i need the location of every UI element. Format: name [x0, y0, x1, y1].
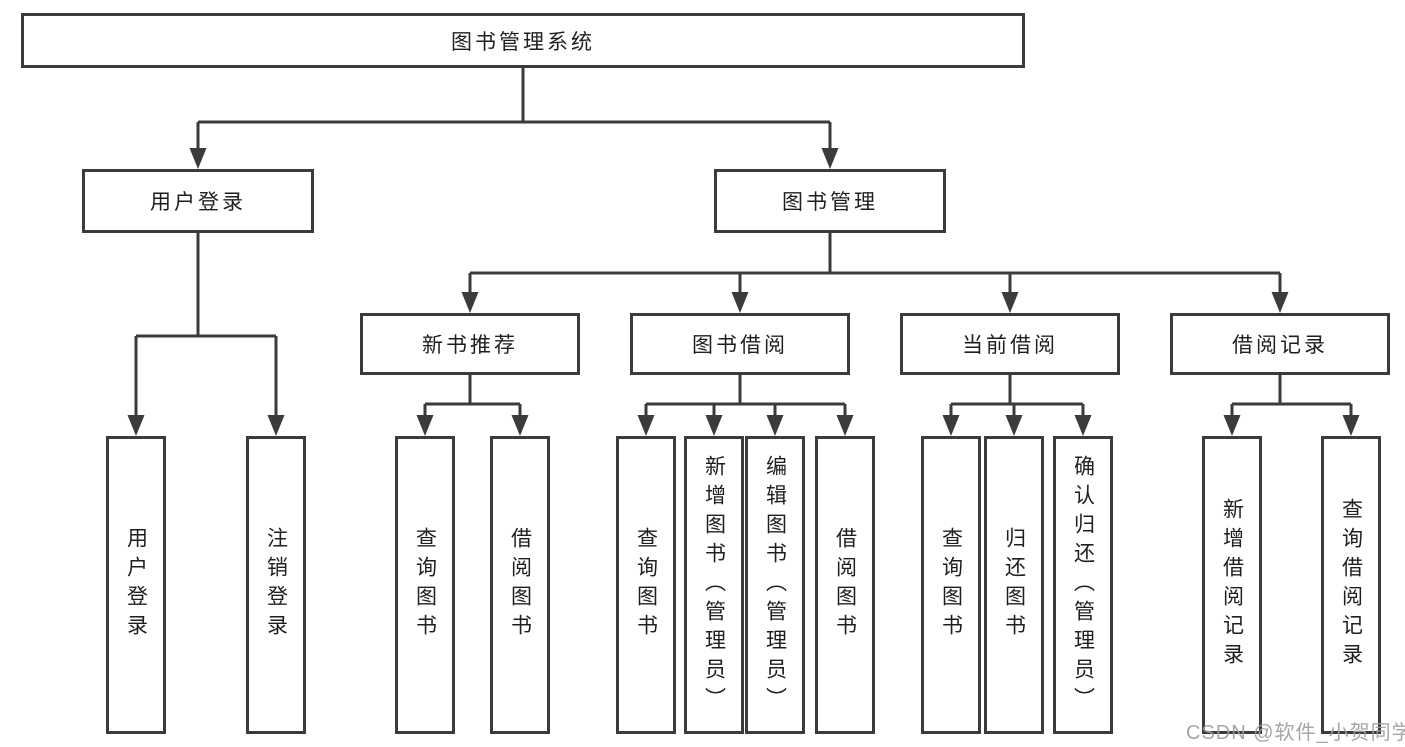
node-book-management: 图书管理	[714, 169, 946, 233]
node-label: 新增借阅记录	[1220, 498, 1244, 672]
node-book-borrowing: 图书借阅	[630, 313, 850, 375]
leaf-borrow-books: 借阅图书	[490, 436, 550, 734]
node-user-login: 用户登录	[82, 169, 314, 233]
node-borrowing-records: 借阅记录	[1170, 313, 1390, 375]
node-new-book-recommendation: 新书推荐	[360, 313, 580, 375]
node-label: 新书推荐	[422, 334, 518, 357]
leaf-query-borrow-record: 查询借阅记录	[1321, 436, 1381, 734]
node-label: 注销登录	[264, 527, 288, 643]
node-label: 当前借阅	[962, 334, 1058, 357]
leaf-user-login: 用户登录	[106, 436, 166, 734]
leaf-add-book-admin: 新增图书（管理员）	[684, 436, 744, 734]
leaf-query-books: 查询图书	[616, 436, 676, 734]
leaf-add-borrow-record: 新增借阅记录	[1202, 436, 1262, 734]
node-label: 确认归还（管理员）	[1071, 454, 1095, 716]
node-label: 查询图书	[413, 527, 437, 643]
node-label: 借阅图书	[508, 527, 532, 643]
node-label: 图书管理	[782, 191, 878, 214]
node-current-borrowing: 当前借阅	[900, 313, 1120, 375]
node-label: 图书借阅	[692, 334, 788, 357]
node-label: 用户登录	[150, 191, 246, 214]
leaf-confirm-return-admin: 确认归还（管理员）	[1053, 436, 1113, 734]
leaf-query-books: 查询图书	[921, 436, 981, 734]
node-label: 归还图书	[1002, 527, 1026, 643]
leaf-borrow-books: 借阅图书	[815, 436, 875, 734]
leaf-query-books: 查询图书	[395, 436, 455, 734]
node-label: 用户登录	[124, 527, 148, 643]
node-label: 查询图书	[939, 527, 963, 643]
node-label: 查询图书	[634, 527, 658, 643]
leaf-edit-book-admin: 编辑图书（管理员）	[745, 436, 805, 734]
leaf-logout: 注销登录	[246, 436, 306, 734]
node-library-management-system: 图书管理系统	[21, 13, 1025, 68]
node-label: 查询借阅记录	[1339, 498, 1363, 672]
node-label: 图书管理系统	[451, 30, 595, 54]
node-label: 借阅图书	[833, 527, 857, 643]
node-label: 借阅记录	[1232, 334, 1328, 357]
node-label: 编辑图书（管理员）	[763, 454, 787, 716]
csdn-watermark: CSDN @软件_小贺同学	[1186, 722, 1405, 744]
node-label: 新增图书（管理员）	[702, 454, 726, 716]
leaf-return-book: 归还图书	[984, 436, 1044, 734]
